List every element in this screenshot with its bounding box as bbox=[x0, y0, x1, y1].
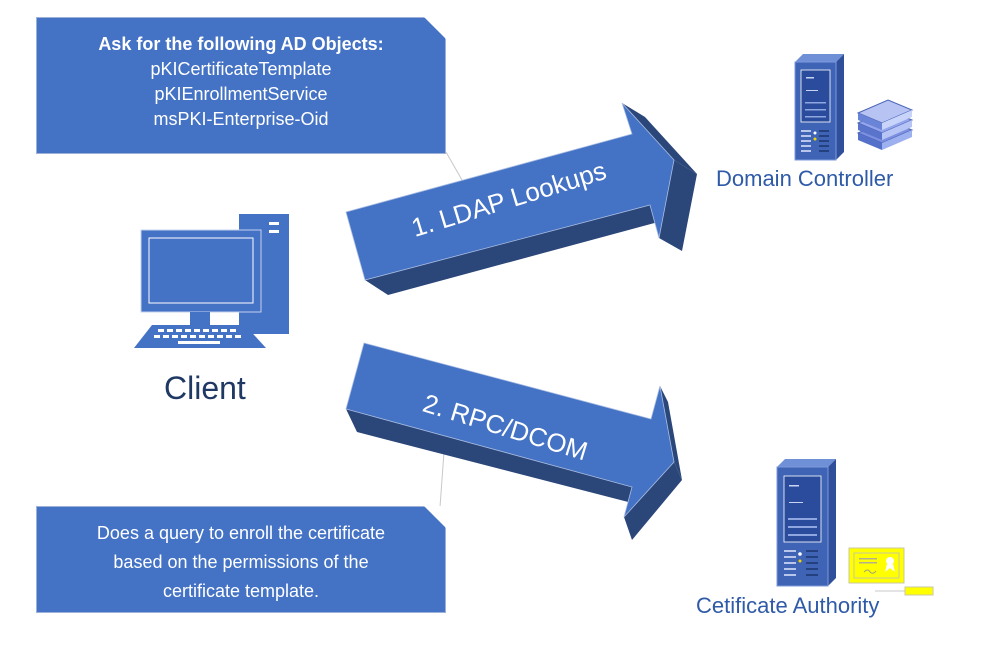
callout-title: Ask for the following AD Objects: bbox=[98, 34, 384, 54]
ad-object-item: pKICertificateTemplate bbox=[150, 59, 332, 79]
arrow-rpc-front-face bbox=[345, 342, 675, 518]
arrow-ldap-bottom-face bbox=[365, 205, 673, 295]
arrow-ldap-head-side-face bbox=[659, 160, 697, 251]
domain-controller-server-icon bbox=[794, 54, 844, 161]
arrow-ldap-front-face bbox=[345, 102, 675, 281]
directory-database-stack-icon bbox=[856, 99, 914, 150]
callout-line: certificate template. bbox=[162, 581, 320, 601]
callout-line: Does a query to enroll the certificate bbox=[96, 523, 386, 543]
arrow-rpc-bottom-face bbox=[346, 409, 640, 505]
desktop-computer-icon bbox=[134, 214, 289, 348]
certificate-authority-server-icon bbox=[776, 459, 836, 587]
domain-controller-label: Domain Controller bbox=[716, 166, 894, 191]
callout-line: based on the permissions of the bbox=[113, 552, 369, 572]
arrow-ldap-lookups bbox=[345, 102, 697, 295]
enroll-query-callout: Does a query to enroll the certificate b… bbox=[36, 506, 446, 613]
certificate-authority-label: Cetificate Authority bbox=[696, 593, 880, 618]
arrow-rpc-dcom bbox=[345, 342, 682, 540]
arrow-ldap-head-top-face bbox=[622, 103, 697, 174]
ad-object-item: msPKI-Enterprise-Oid bbox=[153, 109, 329, 129]
callout-bottom-connector bbox=[439, 451, 445, 508]
ad-objects-callout: Ask for the following AD Objects: pKICer… bbox=[36, 17, 446, 154]
callout-fold-corner bbox=[424, 17, 446, 39]
arrow-rpc-head-top-face bbox=[660, 386, 682, 480]
arrow-rpc-head-side-face bbox=[624, 462, 682, 540]
certificate-icon bbox=[848, 547, 934, 596]
ad-object-item: pKIEnrollmentService bbox=[154, 84, 328, 104]
callout-top-connector bbox=[445, 151, 463, 181]
callout-fold-corner bbox=[424, 506, 446, 528]
client-label: Client bbox=[164, 370, 246, 406]
